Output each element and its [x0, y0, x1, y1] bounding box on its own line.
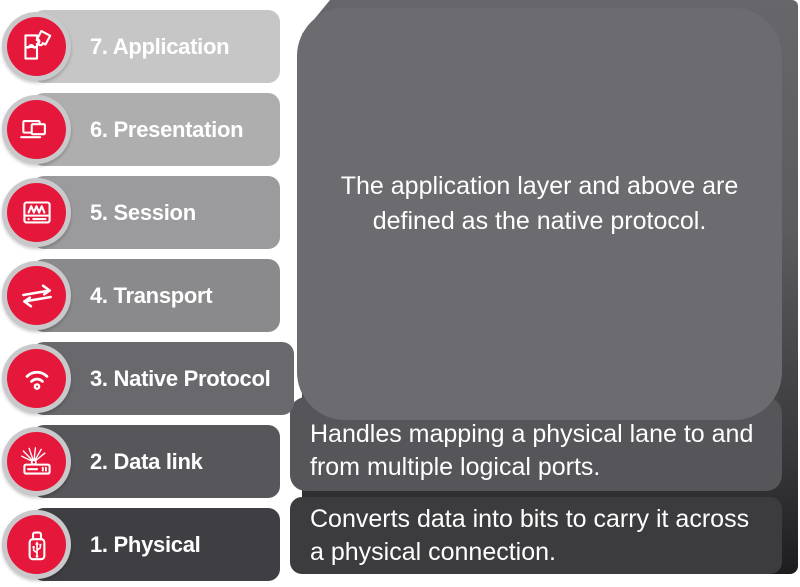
callout-line: defined as the native protocol.: [372, 207, 707, 235]
layer-bar: 6. Presentation: [32, 93, 280, 166]
layer-bar: 3. Native Protocol: [32, 342, 294, 415]
transfer-arrows-icon: [7, 266, 66, 325]
layer-bar: 7. Application: [32, 10, 280, 83]
layer-row: 4. Transport: [0, 259, 310, 332]
layer-bar: 2. Data link: [32, 425, 280, 498]
layer-label: 7. Application: [90, 33, 230, 59]
layer-row: 3. Native Protocol: [0, 342, 310, 415]
layer-icon-ring: [2, 261, 71, 330]
native-protocol-callout-text: The application layer and above are defi…: [341, 169, 739, 239]
layer-label: 6. Presentation: [90, 116, 244, 142]
layer-icon-ring: [2, 427, 71, 496]
puzzle-icon: [7, 17, 66, 76]
layer-stack: 7. Application 6. Presentation 5. Sessio…: [0, 0, 310, 587]
layer-bar: 1. Physical: [32, 508, 280, 581]
screens-icon: [7, 100, 66, 159]
layer-icon-ring: [2, 178, 71, 247]
layer-icon-ring: [2, 12, 71, 81]
callout-line: The application layer and above are: [340, 172, 739, 200]
callout-line: a physical connection.: [310, 537, 556, 566]
layer-icon-ring: [2, 510, 71, 579]
native-protocol-callout: The application layer and above are defi…: [297, 8, 782, 420]
layer-row: 5. Session: [0, 176, 310, 249]
layer-row: 1. Physical: [0, 508, 310, 581]
layer-label: 3. Native Protocol: [90, 365, 271, 391]
layer-bar: 4. Transport: [32, 259, 280, 332]
waveform-monitor-icon: [7, 183, 66, 242]
physical-callout: Converts data into bits to carry it acro…: [290, 497, 782, 574]
layer-label: 5. Session: [90, 199, 196, 225]
layer-label: 4. Transport: [90, 282, 213, 308]
layer-row: 6. Presentation: [0, 93, 310, 166]
layer-bar: 5. Session: [32, 176, 280, 249]
wifi-icon: [7, 349, 66, 408]
layer-row: 7. Application: [0, 10, 310, 83]
callout-line: Handles mapping a physical lane to and: [310, 420, 754, 448]
layer-icon-ring: [2, 95, 71, 164]
layer-label: 2. Data link: [90, 448, 203, 474]
callout-line: Converts data into bits to carry it acro…: [310, 504, 750, 533]
callout-line: from multiple logical ports.: [310, 453, 601, 481]
layer-icon-ring: [2, 344, 71, 413]
layer-label: 1. Physical: [90, 531, 201, 557]
usb-drive-icon: [7, 515, 66, 574]
layer-row: 2. Data link: [0, 425, 310, 498]
router-broadcast-icon: [7, 432, 66, 491]
